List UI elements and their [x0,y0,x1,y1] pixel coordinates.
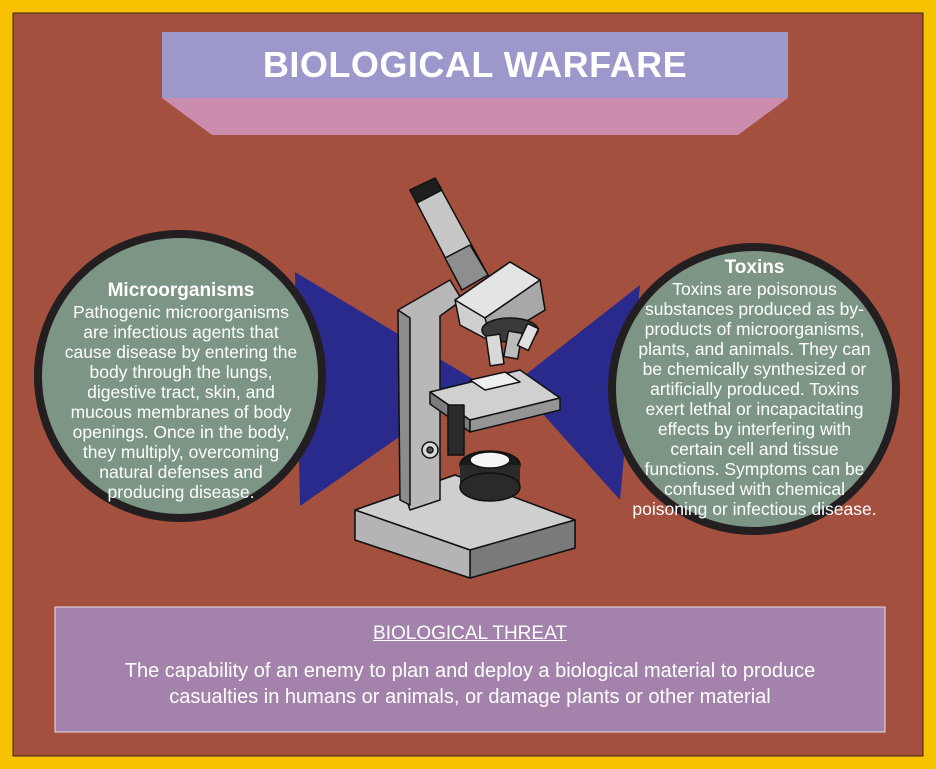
microorganisms-text: Microorganisms Pathogenic microorganisms… [62,280,300,502]
threat-body: The capability of an enemy to plan and d… [124,660,816,708]
toxins-heading: Toxins [724,257,785,278]
microorganisms-circle [34,230,326,522]
page-title: BIOLOGICAL WARFARE [262,44,688,85]
toxins-circle [608,243,900,535]
microorganisms-heading: Microorganisms [107,280,255,301]
threat-heading: BIOLOGICAL THREAT [373,623,567,644]
title-box [162,32,788,98]
title-trapezoid [162,98,788,135]
microscope-icon [354,177,576,579]
left-beam [295,272,478,506]
right-beam [515,285,640,500]
threat-box [54,606,886,733]
microorganisms-body: Pathogenic microorganisms are infectious… [64,302,298,502]
toxins-text: Toxins Toxins are poisonous substances p… [632,257,877,519]
toxins-body: Toxins are poisonous substances produced… [632,279,877,519]
